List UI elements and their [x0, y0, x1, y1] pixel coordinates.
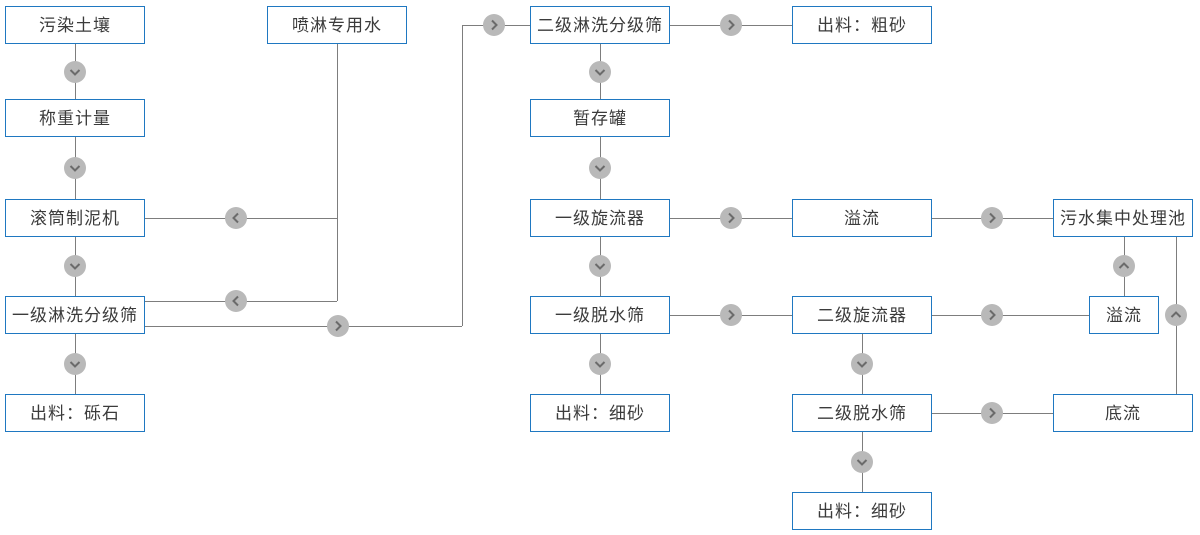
arrow-down-icon — [589, 157, 611, 179]
arrow-right-icon — [327, 315, 349, 337]
node-drum-mud-maker: 滚筒制泥机 — [5, 199, 145, 237]
arrow-right-icon — [720, 14, 742, 36]
node-secondary-cyclone: 二级旋流器 — [792, 296, 932, 334]
arrow-up-icon — [1113, 255, 1135, 277]
node-overflow-2: 溢流 — [1089, 296, 1159, 334]
node-contaminated-soil: 污染土壤 — [5, 6, 145, 44]
arrow-left-icon — [225, 290, 247, 312]
arrow-left-icon — [225, 207, 247, 229]
node-secondary-washing-screen: 二级淋洗分级筛 — [530, 6, 670, 44]
arrow-right-icon — [981, 304, 1003, 326]
node-weighing-metering: 称重计量 — [5, 99, 145, 137]
node-output-fine-sand-1: 出料：细砂 — [530, 394, 670, 432]
arrow-down-icon — [64, 353, 86, 375]
arrow-down-icon — [64, 255, 86, 277]
node-primary-cyclone: 一级旋流器 — [530, 199, 670, 237]
node-buffer-tank: 暂存罐 — [530, 99, 670, 137]
connector-line — [932, 315, 1089, 316]
arrow-right-icon — [981, 402, 1003, 424]
arrow-down-icon — [851, 451, 873, 473]
arrow-down-icon — [589, 255, 611, 277]
arrow-down-icon — [851, 353, 873, 375]
arrow-down-icon — [589, 353, 611, 375]
node-underflow: 底流 — [1053, 394, 1193, 432]
node-overflow-1: 溢流 — [792, 199, 932, 237]
arrow-right-icon — [483, 14, 505, 36]
node-primary-dewatering-screen: 一级脱水筛 — [530, 296, 670, 334]
node-secondary-dewatering-screen: 二级脱水筛 — [792, 394, 932, 432]
arrow-right-icon — [720, 304, 742, 326]
arrow-down-icon — [64, 157, 86, 179]
arrow-up-icon — [1165, 304, 1187, 326]
node-output-gravel: 出料：砾石 — [5, 394, 145, 432]
connector-line — [145, 326, 462, 327]
node-output-coarse-sand: 出料：粗砂 — [792, 6, 932, 44]
connector-line — [337, 44, 338, 301]
arrow-right-icon — [981, 207, 1003, 229]
arrow-right-icon — [720, 207, 742, 229]
arrow-down-icon — [589, 61, 611, 83]
node-spray-water: 喷淋专用水 — [267, 6, 407, 44]
connector-line — [462, 25, 463, 326]
node-sewage-treatment-pool: 污水集中处理池 — [1053, 199, 1193, 237]
arrow-down-icon — [64, 61, 86, 83]
node-primary-washing-screen: 一级淋洗分级筛 — [5, 296, 145, 334]
node-output-fine-sand-2: 出料：细砂 — [792, 492, 932, 530]
